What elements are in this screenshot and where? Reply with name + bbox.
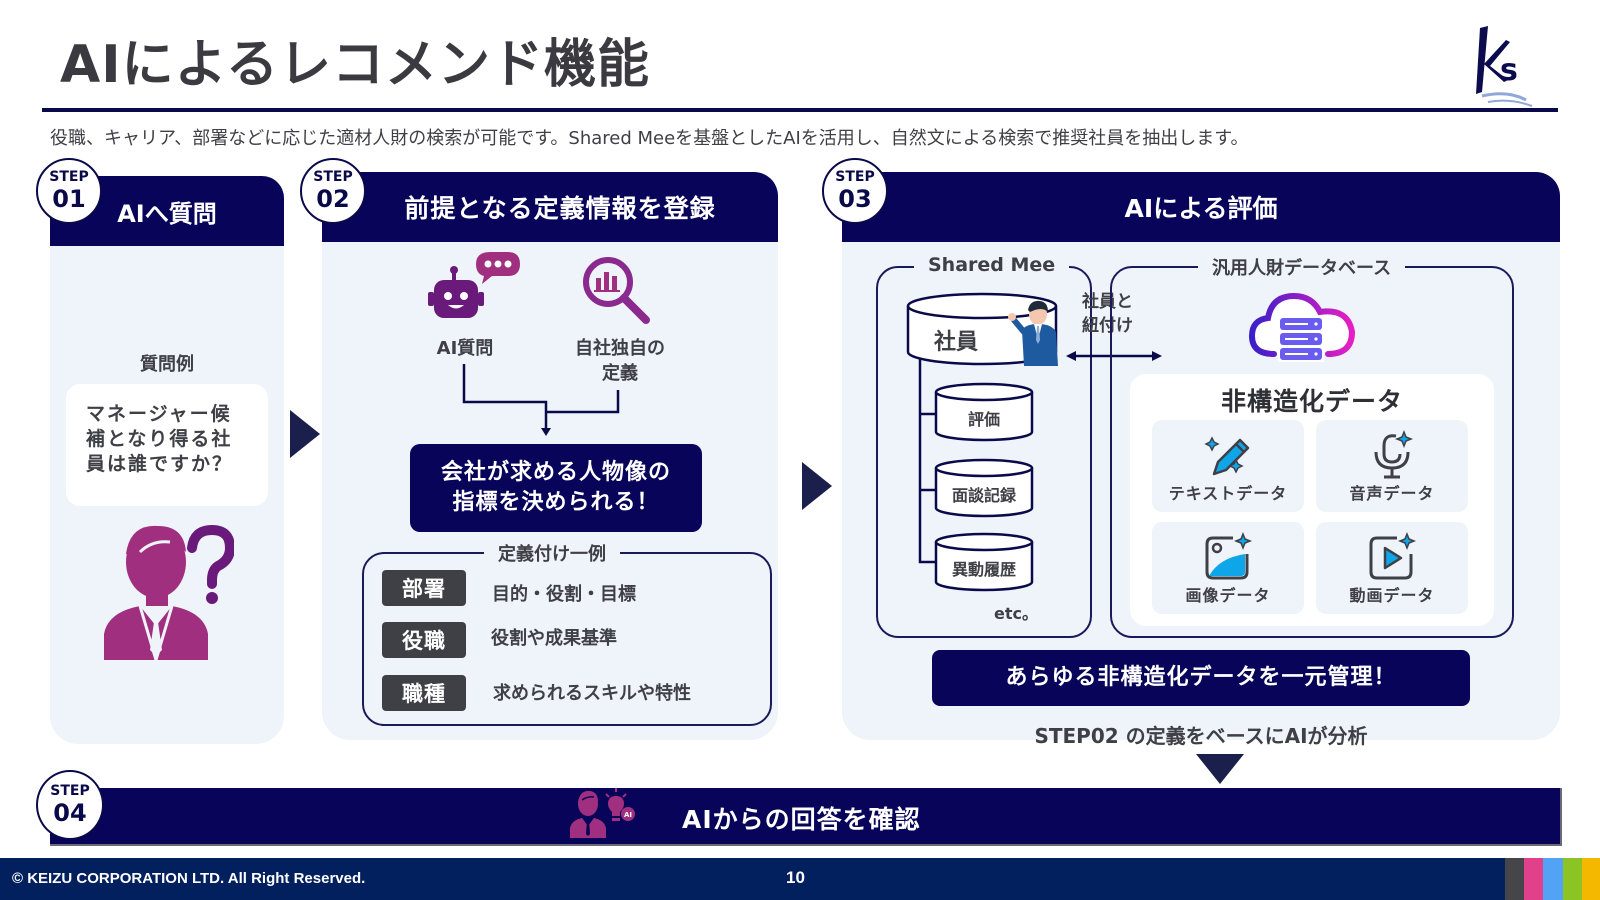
step2-result-box: 会社が求める人物像の 指標を決められる！ [410,444,702,532]
tag-job-type-desc: 求められるスキルや特性 [493,683,691,704]
data-type-image-label: 画像データ [1185,586,1271,605]
footer-swatch-4 [1563,858,1582,900]
employee-database: 社員 [906,292,1058,366]
flow-arrow-1-to-2 [290,410,320,458]
sparkle-pencil-icon [1204,436,1250,476]
step2-icon2-label-line1: 自社独自の [575,338,665,359]
step4-badge-number: 04 [53,798,87,827]
merge-connector [462,364,620,436]
page-title: AIによるレコメンド機能 [60,35,651,95]
step1-badge-number: 01 [52,184,86,213]
step3-title: AIによる評価 [1124,194,1278,223]
tag-department: 部署 [382,570,466,606]
footer-swatch-1 [1505,858,1524,900]
svg-text:AI: AI [624,811,632,819]
step1-badge-label: STEP [49,168,89,185]
etc-label: etc。 [994,604,1038,623]
unstructured-data-title: 非構造化データ [1220,387,1403,416]
data-type-audio-label: 音声データ [1349,484,1435,503]
step4-bar [50,788,1562,846]
sparkle-image-icon [1205,532,1253,580]
data-type-video-label: 動画データ [1349,586,1435,605]
step1-badge: STEP 01 [36,158,102,224]
ai-chatbot-icon [428,250,520,326]
definition-examples-legend: 定義付け一例 [484,540,620,566]
link-label-line1: 社員と [1082,292,1133,312]
data-type-video: 動画データ [1316,522,1468,614]
footer: © KEIZU CORPORATION LTD. All Right Reser… [0,858,1600,900]
flow-arrow-2-to-3 [802,462,832,510]
businessman-icon [1004,300,1060,370]
step1-example-question: マネージャー候補となり得る社員は誰ですか？ [66,384,268,506]
company-logo: s [1468,20,1538,110]
step2-badge: STEP 02 [300,158,366,224]
transfer-history-database: 異動履歴 [934,532,1034,592]
link-label-line2: 紐付け [1082,316,1133,336]
data-type-text: テキストデータ [1152,420,1304,512]
step2-icon2-label: 自社独自の 定義 [560,336,680,386]
interview-records-database-label: 面談記録 [951,486,1016,505]
step2-header: 前提となる定義情報を登録 [322,172,778,242]
step3-badge: STEP 03 [822,158,888,224]
footer-swatch-3 [1543,858,1563,900]
step4-title: AIからの回答を確認 [682,805,921,834]
footer-swatch-5 [1582,858,1600,900]
db-tree-connector [918,350,936,564]
data-type-audio: 音声データ [1316,420,1468,512]
interview-records-database: 面談記録 [934,458,1034,518]
general-talent-db-legend: 汎用人財データベース [1198,254,1406,280]
sparkle-microphone-icon [1374,430,1414,479]
step1-title: AIへ質問 [117,199,217,228]
step1-example-label: 質問例 [140,354,194,375]
link-label: 社員と 紐付け [1082,290,1133,338]
step3-badge-number: 03 [838,184,872,213]
title-divider [42,108,1558,112]
flow-arrow-3-to-4 [1196,754,1244,784]
sparkle-video-icon [1369,532,1417,580]
footer-swatch-2 [1524,858,1543,900]
transfer-history-database-label: 異動履歴 [951,560,1016,579]
bidirectional-link-arrow [1066,351,1162,361]
data-type-text-label: テキストデータ [1168,484,1288,503]
evaluation-database: 評価 [934,382,1034,442]
evaluation-database-label: 評価 [967,410,1000,429]
tag-position: 役職 [382,622,466,658]
step2-result-line2: 指標を決められる！ [452,490,660,515]
page-subtitle: 役職、キャリア、部署などに応じた適材人財の検索が可能です。Shared Meeを… [50,128,1249,149]
step2-result-line1: 会社が求める人物像の [440,460,671,485]
step3-caption: STEP02 の定義をベースにAIが分析 [1034,724,1368,748]
tag-job-type: 職種 [382,675,466,711]
step3-badge-label: STEP [835,168,875,185]
magnifier-chart-icon [582,256,652,330]
person-ai-idea-icon: AI [568,788,640,842]
data-type-image: 画像データ [1152,522,1304,614]
step4-badge: STEP 04 [36,770,104,840]
employee-database-label: 社員 [933,330,978,355]
tag-position-desc: 役割や成果基準 [491,628,617,649]
step4-badge-label: STEP [50,782,90,799]
svg-text:s: s [1500,53,1518,88]
step2-badge-label: STEP [313,168,353,185]
shared-mee-legend: Shared Mee [914,254,1070,276]
tag-department-desc: 目的・役割・目標 [492,584,636,605]
step3-banner: あらゆる非構造化データを一元管理！ [932,650,1470,706]
step3-header: AIによる評価 [842,172,1560,242]
page-number: 10 [786,868,805,887]
step2-badge-number: 02 [316,184,350,213]
footer-copyright: © KEIZU CORPORATION LTD. All Right Reser… [12,870,366,887]
step2-title: 前提となる定義情報を登録 [404,194,716,223]
step2-icon1-label: AI質問 [436,338,494,359]
step2-icon2-label-line2: 定義 [602,363,638,384]
person-question-icon [104,518,236,666]
cloud-database-icon [1248,288,1356,368]
